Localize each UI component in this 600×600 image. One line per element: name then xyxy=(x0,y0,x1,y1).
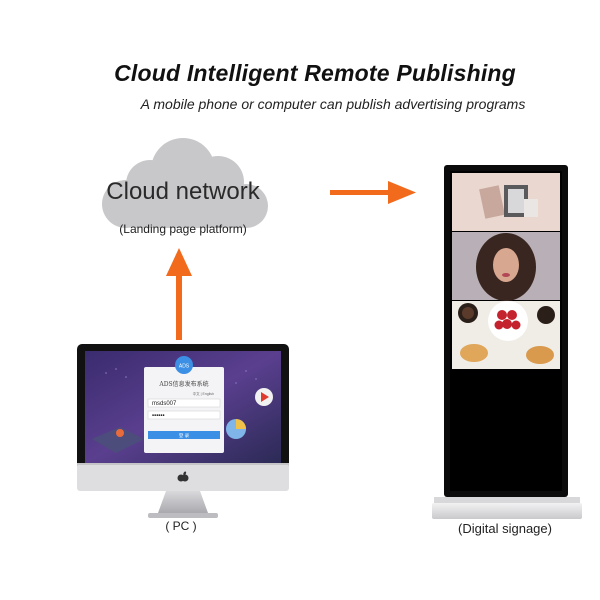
login-lang[interactable]: 中文 | English xyxy=(193,391,214,396)
page-title: Cloud Intelligent Remote Publishing xyxy=(114,60,516,86)
digital-signage-kiosk xyxy=(432,165,582,519)
cloud-network-node: Cloud network xyxy=(88,128,278,238)
login-button[interactable] xyxy=(148,431,220,439)
pc-monitor: ADS ADS信息发布系统 中文 | English msds007 •••••… xyxy=(77,344,289,518)
cloud-sublabel: (Landing page platform) xyxy=(119,222,247,236)
login-button-label: 登 录 xyxy=(179,432,190,438)
page-subtitle: A mobile phone or computer can publish a… xyxy=(140,96,526,112)
pc-label: ( PC ) xyxy=(165,519,197,533)
username-field[interactable] xyxy=(147,398,221,408)
logo-icon xyxy=(177,471,189,482)
username-value: msds007 xyxy=(152,401,177,407)
cloud-icon xyxy=(102,138,268,228)
password-field[interactable] xyxy=(147,410,221,420)
password-value: •••••• xyxy=(152,414,165,420)
login-title: ADS信息发布系统 xyxy=(158,380,208,388)
cloud-label: Cloud network xyxy=(106,178,260,205)
arrow-up-icon xyxy=(166,248,192,340)
login-logo: ADS xyxy=(179,364,190,370)
digital-signage-label: (Digital signage) xyxy=(458,521,552,536)
arrow-right-icon xyxy=(330,181,416,204)
